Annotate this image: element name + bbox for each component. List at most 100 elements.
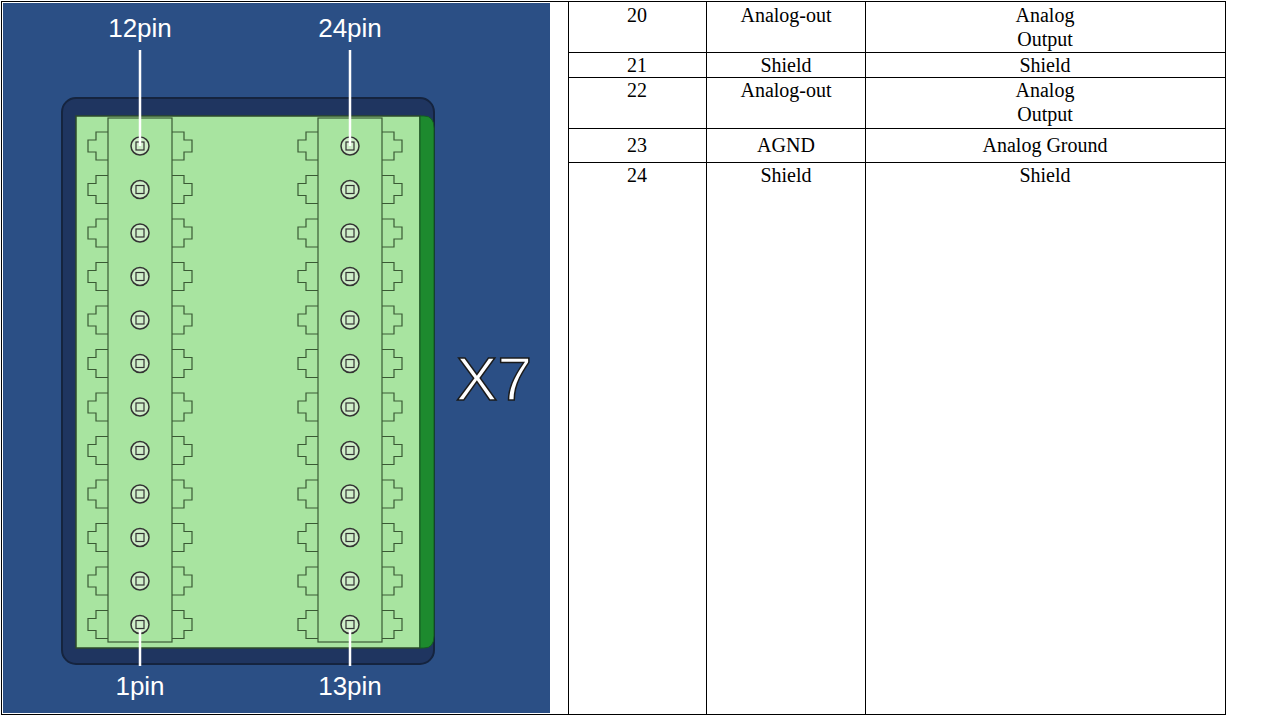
terminal-notch [382, 132, 402, 160]
terminal-screw [341, 398, 359, 416]
terminal-notch [382, 393, 402, 421]
terminal-notch [382, 611, 402, 639]
pin-number: 21 [574, 53, 700, 77]
terminal-screw-head [136, 316, 144, 324]
terminal-screw-head [346, 316, 354, 324]
terminal-notch [88, 263, 108, 291]
pin-label: 13pin [290, 672, 410, 701]
signal-name: Shield [711, 163, 861, 187]
signal-name: Analog-out [711, 3, 861, 27]
terminal-notch [298, 611, 318, 639]
pin-number: 20 [574, 3, 700, 27]
terminal-screw-head [346, 229, 354, 237]
terminal-screw [131, 268, 149, 286]
signal-description: Shield [875, 163, 1215, 187]
signal-description: Analog Output [990, 78, 1100, 126]
terminal-notch [298, 437, 318, 465]
signal-description: Analog Ground [875, 133, 1215, 157]
terminal-screw [341, 442, 359, 460]
pin-number: 24 [574, 163, 700, 187]
terminal-screw-head [136, 186, 144, 194]
signal-description: Shield [875, 53, 1215, 77]
terminal-notch [298, 263, 318, 291]
terminal-screw-head [136, 577, 144, 585]
terminal-notch [88, 437, 108, 465]
terminal-screw [131, 485, 149, 503]
terminal-notch [382, 219, 402, 247]
terminal-screw-head [136, 447, 144, 455]
terminal-notch [88, 480, 108, 508]
terminal-notch [298, 176, 318, 204]
terminal-screw-head [136, 621, 144, 629]
terminal-notch [88, 306, 108, 334]
pin-label: 12pin [80, 14, 200, 43]
terminal-screw [341, 268, 359, 286]
table-grid [2, 2, 1226, 715]
terminal-screw-head [136, 273, 144, 281]
terminal-notch [298, 567, 318, 595]
terminal-screw [341, 355, 359, 373]
terminal-notch [172, 524, 192, 552]
blue-panel [3, 3, 550, 713]
terminal-notch [298, 306, 318, 334]
terminal-screw [341, 224, 359, 242]
terminal-notch [88, 132, 108, 160]
terminal-screw [131, 355, 149, 373]
terminal-screw-head [346, 360, 354, 368]
terminal-notch [88, 219, 108, 247]
connector-name: X7 [439, 348, 549, 410]
terminal-screw [341, 485, 359, 503]
pin-number: 22 [574, 78, 700, 102]
terminal-notch [298, 219, 318, 247]
terminal-screw-head [136, 490, 144, 498]
terminal-screw-head [346, 490, 354, 498]
connector-latch [420, 116, 434, 648]
terminal-column [318, 118, 382, 642]
terminal-notch [172, 263, 192, 291]
terminal-notch [88, 567, 108, 595]
terminal-screw [131, 311, 149, 329]
signal-name: Shield [711, 53, 861, 77]
terminal-notch [172, 219, 192, 247]
signal-name: Analog-out [711, 78, 861, 102]
terminal-notch [172, 480, 192, 508]
terminal-column [108, 118, 172, 642]
terminal-screw [341, 529, 359, 547]
terminal-screw-head [346, 577, 354, 585]
terminal-screw-head [346, 621, 354, 629]
terminal-notch [172, 306, 192, 334]
terminal-notch [382, 350, 402, 378]
leader-line [140, 50, 350, 666]
terminal-screw-head [136, 403, 144, 411]
terminal-notch [382, 176, 402, 204]
terminal-notch [172, 437, 192, 465]
terminal-notch [298, 132, 318, 160]
terminal-screw [131, 181, 149, 199]
terminal-notch [172, 132, 192, 160]
signal-description: Analog Output [990, 3, 1100, 51]
terminal-screw [341, 181, 359, 199]
terminal-row [88, 132, 402, 639]
terminal-notch [382, 437, 402, 465]
terminal-notch [298, 393, 318, 421]
terminal-notch [382, 306, 402, 334]
terminal-screw [131, 224, 149, 242]
terminal-notch [172, 393, 192, 421]
connector-housing [62, 98, 434, 664]
pin-number: 23 [574, 133, 700, 157]
terminal-notch [88, 350, 108, 378]
terminal-screw-head [346, 273, 354, 281]
terminal-screw [131, 398, 149, 416]
terminal-notch [382, 480, 402, 508]
terminal-notch [382, 567, 402, 595]
terminal-notch [88, 611, 108, 639]
terminal-notch [382, 263, 402, 291]
terminal-notch [88, 393, 108, 421]
terminal-screw [131, 442, 149, 460]
terminal-notch [298, 350, 318, 378]
terminal-notch [88, 176, 108, 204]
terminal-screw [341, 572, 359, 590]
terminal-notch [172, 176, 192, 204]
terminal-notch [172, 567, 192, 595]
